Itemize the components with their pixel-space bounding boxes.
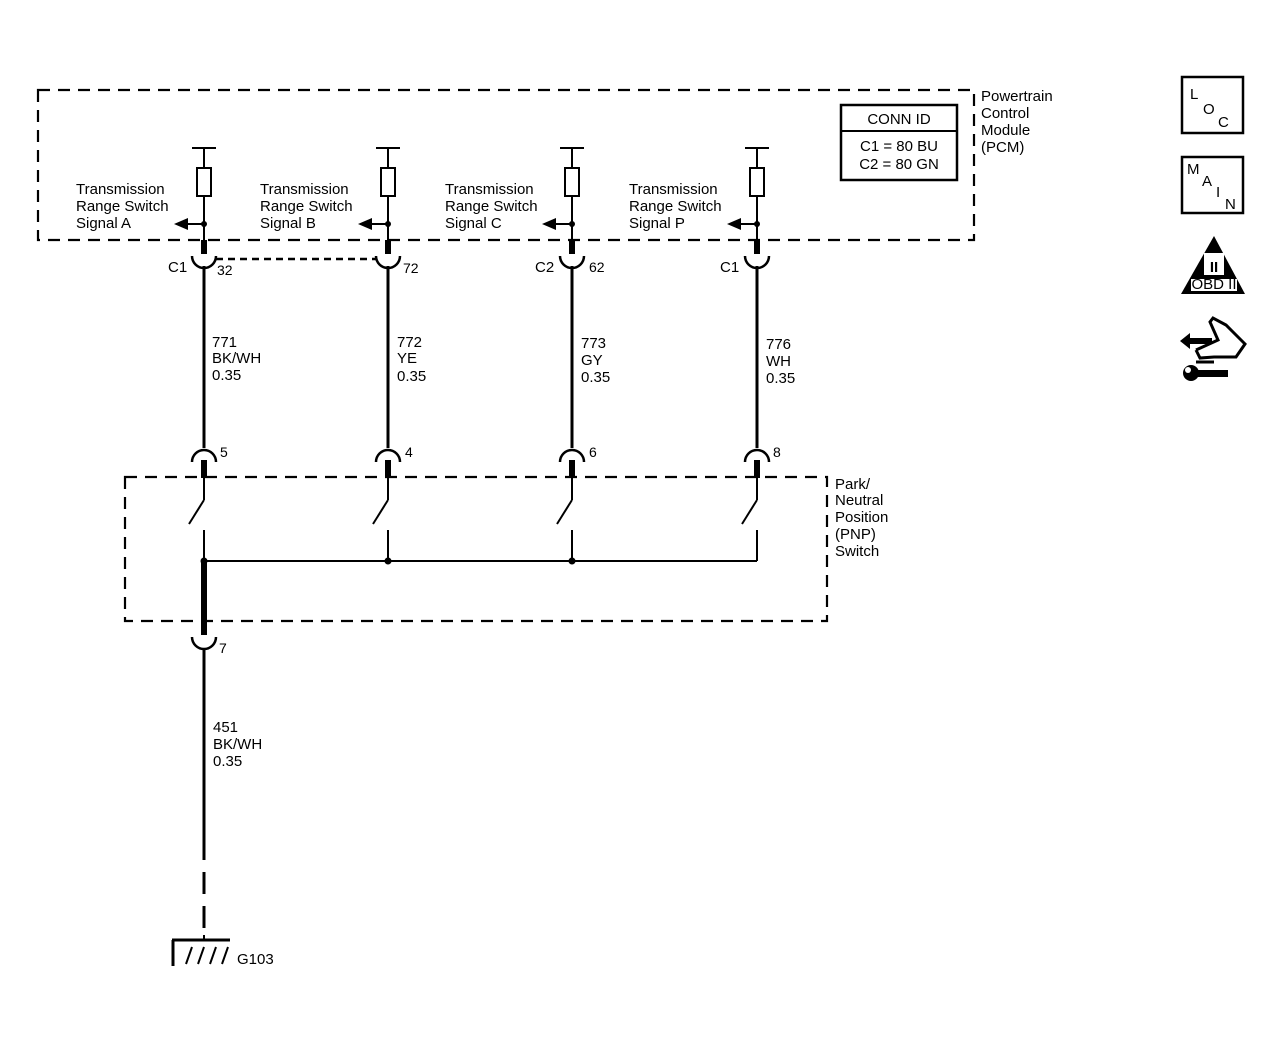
svg-text:Control: Control (981, 105, 1029, 122)
conn-id-c2: C2 = 80 GN (859, 156, 939, 173)
svg-text:Switch: Switch (835, 543, 879, 560)
svg-text:M: M (1187, 161, 1200, 178)
pcm-connector-terminals: C1 32 72 C2 62 C1 (168, 240, 771, 278)
svg-text:Transmission: Transmission (445, 181, 534, 198)
pnp-connector-terminals: 5 4 6 8 (190, 444, 781, 478)
svg-text:72: 72 (403, 260, 419, 276)
svg-text:N: N (1225, 196, 1236, 213)
svg-text:773: 773 (581, 335, 606, 352)
svg-text:C1: C1 (720, 259, 739, 276)
signal-c-circuit: Transmission Range Switch Signal C (445, 147, 584, 240)
loc-icon[interactable]: L O C (1180, 75, 1245, 135)
svg-text:771: 771 (212, 334, 237, 351)
svg-text:8: 8 (773, 444, 781, 460)
svg-text:Powertrain: Powertrain (981, 88, 1053, 105)
conn-id-c1: C1 = 80 BU (860, 138, 938, 155)
svg-text:Range Switch: Range Switch (445, 198, 538, 215)
svg-text:776: 776 (766, 336, 791, 353)
signal-a-circuit: Transmission Range Switch Signal A (76, 147, 216, 240)
svg-text:L: L (1190, 86, 1198, 103)
svg-text:0.35: 0.35 (212, 367, 241, 384)
svg-text:(PNP): (PNP) (835, 526, 876, 543)
svg-text:GY: GY (581, 352, 603, 369)
svg-text:BK/WH: BK/WH (213, 736, 262, 753)
svg-text:Transmission: Transmission (76, 181, 165, 198)
connector-tool-icon[interactable] (1180, 316, 1247, 381)
svg-text:32: 32 (217, 262, 233, 278)
svg-text:7: 7 (219, 640, 227, 656)
svg-text:62: 62 (589, 259, 605, 275)
svg-text:6: 6 (589, 444, 597, 460)
svg-text:Park/: Park/ (835, 476, 871, 493)
signal-p-circuit: Transmission Range Switch Signal P (629, 147, 769, 240)
svg-text:O: O (1203, 101, 1215, 118)
svg-text:(PCM): (PCM) (981, 139, 1024, 156)
svg-text:Position: Position (835, 509, 888, 526)
svg-text:5: 5 (220, 444, 228, 460)
wire-771-label: 771 BK/WH 0.35 (212, 334, 261, 384)
svg-text:Transmission: Transmission (260, 181, 349, 198)
svg-text:WH: WH (766, 353, 791, 370)
pnp-switch-boundary (123, 475, 829, 623)
signal-b-circuit: Transmission Range Switch Signal B (260, 147, 400, 240)
svg-text:C2: C2 (535, 259, 554, 276)
main-icon[interactable]: M A I N (1180, 155, 1245, 215)
svg-text:0.35: 0.35 (397, 368, 426, 385)
pnp-switch-contacts (188, 478, 758, 621)
svg-text:Signal B: Signal B (260, 215, 316, 232)
wire-772-label: 772 YE 0.35 (397, 334, 426, 385)
svg-text:C1: C1 (168, 259, 187, 276)
svg-text:Range Switch: Range Switch (629, 198, 722, 215)
svg-text:772: 772 (397, 334, 422, 351)
pcm-label: Powertrain Control Module (PCM) (981, 88, 1053, 156)
svg-text:A: A (1202, 173, 1212, 190)
svg-text:Range Switch: Range Switch (260, 198, 353, 215)
svg-text:Transmission: Transmission (629, 181, 718, 198)
wire-451-label: 451 BK/WH 0.35 (213, 719, 262, 770)
svg-text:Neutral: Neutral (835, 492, 883, 509)
svg-text:Signal P: Signal P (629, 215, 685, 232)
svg-text:Signal C: Signal C (445, 215, 502, 232)
svg-text:II: II (1210, 259, 1218, 276)
pnp-switch-label: Park/ Neutral Position (PNP) Switch (835, 476, 888, 560)
conn-id-box: CONN ID C1 = 80 BU C2 = 80 GN (839, 103, 959, 182)
svg-text:451: 451 (213, 719, 238, 736)
svg-text:Range Switch: Range Switch (76, 198, 169, 215)
wire-776-label: 776 WH 0.35 (766, 336, 795, 387)
svg-text:Signal A: Signal A (76, 215, 131, 232)
svg-text:0.35: 0.35 (581, 369, 610, 386)
svg-text:0.35: 0.35 (766, 370, 795, 387)
svg-text:C: C (1218, 114, 1229, 131)
pnp-ground-terminal: 7 (190, 621, 227, 656)
conn-id-title: CONN ID (867, 111, 931, 128)
svg-text:I: I (1216, 184, 1220, 201)
ground-symbol: G103 (171, 935, 274, 968)
svg-text:BK/WH: BK/WH (212, 350, 261, 367)
svg-text:4: 4 (405, 444, 413, 460)
ground-label: G103 (237, 951, 274, 968)
obd-ii-icon[interactable]: II OBD II (1181, 236, 1245, 294)
svg-text:YE: YE (397, 350, 417, 367)
svg-text:0.35: 0.35 (213, 753, 242, 770)
pcm-boundary (36, 88, 976, 242)
svg-text:OBD II: OBD II (1191, 276, 1236, 293)
wire-773-label: 773 GY 0.35 (581, 335, 610, 386)
svg-text:Module: Module (981, 122, 1030, 139)
